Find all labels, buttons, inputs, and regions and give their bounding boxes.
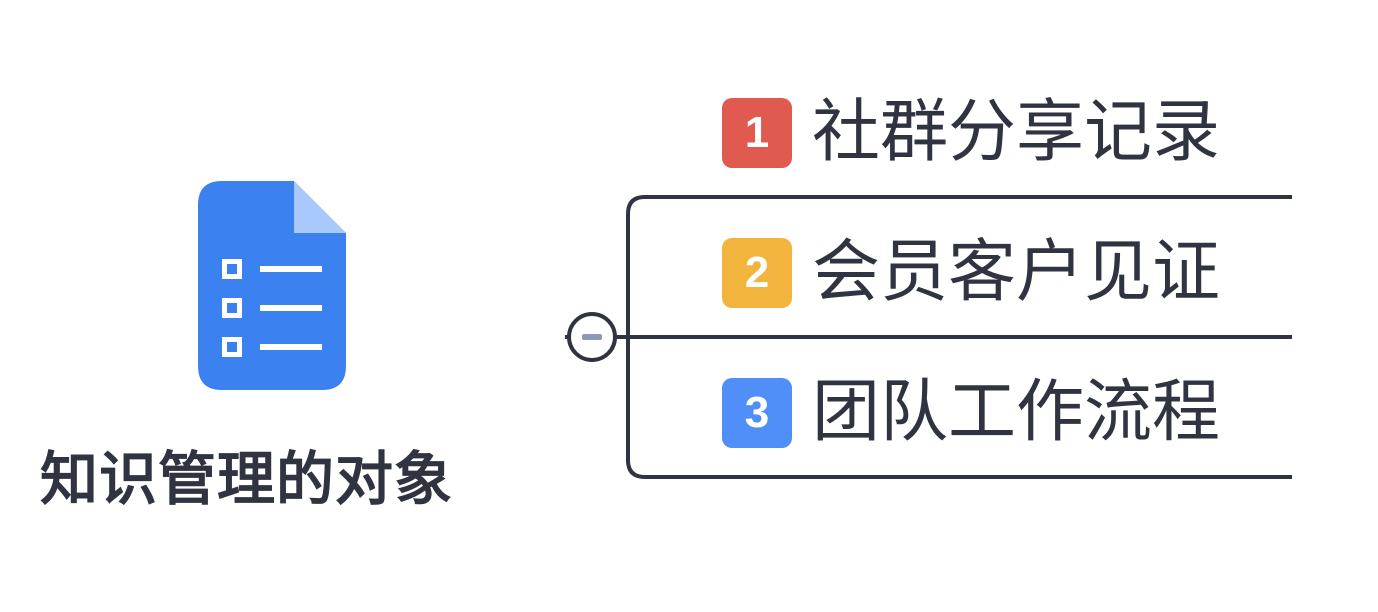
- priority-badge-2: 2: [722, 238, 792, 308]
- minus-icon: [582, 334, 602, 340]
- branch-label-2: 会员客户见证: [812, 233, 1221, 312]
- branch-topic-2[interactable]: 2 会员客户见证: [722, 237, 1220, 309]
- connector-bottom: [626, 338, 1292, 479]
- branch-topic-1[interactable]: 1 社群分享记录: [722, 97, 1220, 169]
- connector-top: [626, 195, 1292, 336]
- collapse-toggle-button[interactable]: [567, 312, 617, 362]
- priority-badge-1: 1: [722, 98, 792, 168]
- branch-topic-3[interactable]: 3 团队工作流程: [722, 377, 1220, 449]
- branch-label-3: 团队工作流程: [812, 373, 1221, 452]
- branch-connectors: [565, 195, 1292, 479]
- root-topic-title[interactable]: 知识管理的对象: [40, 445, 454, 513]
- branch-label-1: 社群分享记录: [812, 93, 1221, 172]
- form-document-icon: [198, 181, 346, 390]
- priority-badge-3: 3: [722, 378, 792, 448]
